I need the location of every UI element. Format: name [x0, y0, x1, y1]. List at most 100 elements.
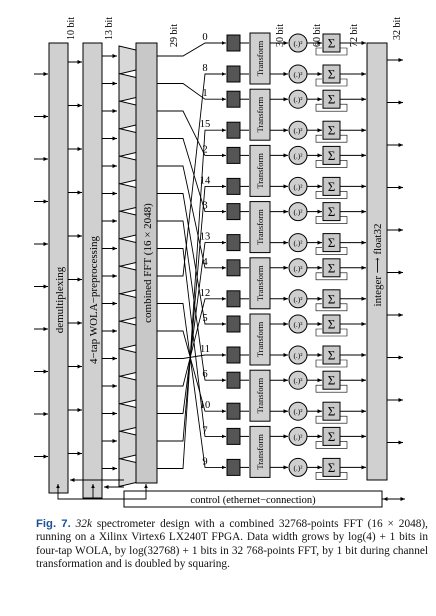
transform-label: Transform: [255, 434, 265, 470]
fft-output-label: 12: [200, 288, 211, 299]
buffer-block: [226, 346, 241, 364]
fft-stage-trapezoid: [118, 155, 137, 185]
fft-output-line: [157, 220, 226, 382]
fft-stage-trapezoid: [118, 45, 137, 75]
fft-output-line: [157, 128, 226, 469]
buffer-block: [226, 371, 241, 389]
fft-stage-trapezoid: [118, 347, 137, 378]
buffer-block: [226, 234, 241, 252]
transform-label: Transform: [255, 97, 265, 133]
figure-caption: Fig. 7. 32k spectrometer design with a c…: [36, 518, 428, 572]
buffer-block: [226, 315, 241, 333]
fft-output-line: [157, 353, 226, 359]
caption-32k: 32k: [75, 518, 92, 530]
buffer-block: [226, 259, 241, 277]
fft-output-routing: [157, 41, 226, 470]
sum-label: Σ: [328, 373, 336, 388]
sum-feedback-loop: [315, 78, 348, 87]
wola-block: [82, 42, 103, 499]
buffer-block: [226, 34, 241, 52]
sum-feedback-loop: [315, 216, 348, 224]
control-label: control (ethernet−connection): [190, 495, 316, 506]
output-arrows: [387, 58, 403, 445]
bit-width-conv: 32 bit: [392, 17, 403, 40]
demux-label: demultiplexing: [54, 266, 66, 333]
transform-label: Transform: [255, 40, 265, 76]
sum-feedback-loop: [315, 384, 348, 393]
fft-output-label: 13: [200, 232, 211, 243]
fft-output-line: [157, 184, 226, 442]
buffer-block: [226, 458, 241, 476]
bit-width-sum: 72 bit: [349, 24, 360, 47]
sum-feedback-loop: [315, 103, 348, 112]
sum-feedback-loop: [315, 191, 348, 199]
fft-stage-trapezoid: [118, 72, 137, 103]
sum-label: Σ: [328, 67, 336, 82]
transform-block: [249, 425, 271, 478]
buffer-block: [226, 65, 241, 83]
fft-output-label: 11: [200, 344, 210, 355]
fft-stage-trapezoid: [118, 430, 137, 460]
fft-output-label: 2: [202, 144, 207, 155]
transform-label: Transform: [255, 265, 265, 301]
fft-output-line: [157, 303, 226, 470]
sum-label: Σ: [328, 260, 336, 275]
square-label: (.)²: [293, 320, 303, 329]
square-label: (.)²: [293, 126, 303, 135]
fft-output-label: 1: [202, 88, 207, 99]
fft-output-label: 3: [202, 201, 207, 212]
transform-block: [249, 88, 271, 141]
fft-output-line: [157, 240, 226, 414]
wola-label: 4−tap WOLA−preprocessing: [88, 236, 100, 364]
buffer-block: [226, 402, 241, 420]
fft-stage-trapezoid: [118, 127, 137, 158]
buffer-block: [226, 121, 241, 139]
bit-width-transform: 30 bit: [275, 24, 286, 47]
sum-label: Σ: [328, 291, 336, 306]
sum-label: Σ: [328, 123, 336, 138]
sum-feedback-loop: [315, 441, 348, 449]
sum-label: Σ: [328, 204, 336, 219]
transform-block: [249, 144, 271, 197]
fft-stage-trapezoid: [118, 375, 137, 405]
fft-output-line: [157, 193, 226, 326]
fft-output-line: [157, 41, 226, 57]
fft-output-line: [157, 110, 226, 158]
sum-label: Σ: [328, 317, 336, 332]
sum-feedback-loop: [315, 359, 348, 368]
buffer-block: [226, 290, 241, 308]
sum-label: Σ: [328, 148, 336, 163]
fft-output-label: 0: [202, 32, 207, 43]
demux-block: [48, 42, 69, 494]
sum-label: Σ: [328, 235, 336, 250]
sum-feedback-loop: [315, 328, 348, 337]
square-label: (.)²: [293, 70, 303, 79]
bit-width-square: 60 bit: [312, 24, 323, 47]
fft-stage-trapezoid: [118, 292, 137, 323]
fft-stage-trapezoid: [118, 100, 137, 130]
fft-label: combined FFT (16 × 2048): [142, 203, 154, 323]
square-label: (.)²: [293, 151, 303, 160]
square-label: (.)²: [293, 295, 303, 304]
square-label: (.)²: [293, 432, 303, 441]
transform-label: Transform: [255, 321, 265, 357]
fft-output-label: 4: [202, 257, 208, 268]
fft-output-line: [157, 138, 226, 214]
bit-width-demux: 10 bit: [66, 17, 77, 40]
sum-feedback-loop: [315, 472, 348, 480]
wola-fft-arrows: [102, 54, 117, 471]
transform-block: [249, 257, 271, 310]
fft-output-label: 14: [200, 175, 211, 186]
sum-label: Σ: [328, 179, 336, 194]
transform-label: Transform: [255, 153, 265, 189]
sum-feedback-loop: [315, 272, 348, 281]
square-label: (.)²: [293, 351, 303, 360]
